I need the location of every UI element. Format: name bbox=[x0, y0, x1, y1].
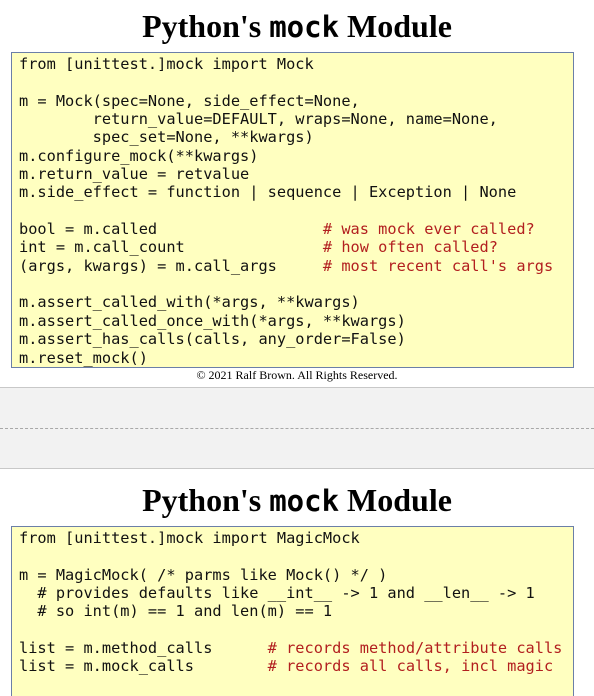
slide-separator bbox=[0, 387, 594, 469]
slide-2: Python's mock Module from [unittest.]moc… bbox=[0, 474, 594, 696]
code-comment: # records all calls, incl magic bbox=[267, 657, 554, 676]
code-text: (args, kwargs) = m.call_args bbox=[19, 256, 323, 275]
code-text: return_value=DEFAULT, wraps=None, name=N… bbox=[19, 110, 498, 129]
code-comment: # was mock ever called? bbox=[322, 220, 535, 239]
title-module-name: mock bbox=[269, 484, 340, 518]
code-block: from [unittest.]mock import Mock m = Moc… bbox=[11, 52, 574, 368]
code-text: bool = m.called bbox=[19, 220, 323, 239]
code-line: spec_set=None, **kwargs) bbox=[19, 128, 573, 146]
title-suffix: Module bbox=[339, 482, 452, 518]
code-line bbox=[19, 275, 573, 293]
code-line bbox=[19, 621, 573, 639]
code-comment: # most recent call's args bbox=[322, 256, 554, 275]
code-line: from [unittest.]mock import MagicMock bbox=[19, 529, 573, 547]
code-text: m = Mock(spec=None, side_effect=None, bbox=[19, 91, 360, 110]
code-text: list = m.method_calls bbox=[19, 639, 268, 658]
code-line: m.reset_mock() bbox=[19, 349, 573, 367]
code-text: m.configure_mock(**kwargs) bbox=[19, 146, 259, 165]
code-line: m = MagicMock( /* parms like Mock() */ ) bbox=[19, 566, 573, 584]
title-suffix: Module bbox=[339, 8, 452, 44]
code-text: int = m.call_count bbox=[19, 238, 323, 257]
title-prefix: Python's bbox=[142, 8, 270, 44]
code-text: m.assert_called_with(*args, **kwargs) bbox=[19, 293, 360, 312]
code-text: from [unittest.]mock import MagicMock bbox=[19, 529, 360, 547]
code-line: m.configure_mock(**kwargs) bbox=[19, 147, 573, 165]
code-line bbox=[19, 73, 573, 91]
code-line: # so int(m) == 1 and len(m) == 1 bbox=[19, 602, 573, 620]
code-line: from [unittest.]mock import Mock bbox=[19, 55, 573, 73]
title-module-name: mock bbox=[269, 10, 340, 44]
code-line: (args, kwargs) = m.call_args # most rece… bbox=[19, 257, 573, 275]
title-prefix: Python's bbox=[142, 482, 270, 518]
code-line: int = m.call_count # how often called? bbox=[19, 238, 573, 256]
code-line: m.return_value = retvalue bbox=[19, 165, 573, 183]
code-line: m.assert_called_with(*args, **kwargs) bbox=[19, 293, 573, 311]
code-line: list = m.method_calls # records method/a… bbox=[19, 639, 573, 657]
code-text: # provides defaults like __int__ -> 1 an… bbox=[19, 584, 535, 603]
code-text: # so int(m) == 1 and len(m) == 1 bbox=[19, 602, 333, 621]
code-line: # provides defaults like __int__ -> 1 an… bbox=[19, 584, 573, 602]
code-text: m.assert_has_calls(calls, any_order=Fals… bbox=[19, 330, 406, 349]
slide-title: Python's mock Module bbox=[0, 6, 594, 47]
code-text: m.reset_mock() bbox=[19, 348, 148, 367]
code-line: m.assert_has_calls(calls, any_order=Fals… bbox=[19, 330, 573, 348]
code-text: m = MagicMock( /* parms like Mock() */ ) bbox=[19, 565, 388, 584]
code-comment: # how often called? bbox=[322, 238, 498, 257]
code-line: list = m.mock_calls # records all calls,… bbox=[19, 657, 573, 675]
copyright-notice: © 2021 Ralf Brown. All Rights Reserved. bbox=[196, 368, 398, 382]
code-text: m.assert_called_once_with(*args, **kwarg… bbox=[19, 311, 406, 330]
slide-title: Python's mock Module bbox=[0, 480, 594, 521]
code-text: m.side_effect = function | sequence | Ex… bbox=[19, 183, 517, 202]
code-line: return_value=DEFAULT, wraps=None, name=N… bbox=[19, 110, 573, 128]
code-comment: # records method/attribute calls bbox=[267, 639, 563, 658]
code-line bbox=[19, 202, 573, 220]
slide-1: Python's mock Module from [unittest.]moc… bbox=[0, 6, 594, 382]
code-text: list = m.mock_calls bbox=[19, 657, 268, 676]
code-text: from [unittest.]mock import Mock bbox=[19, 55, 314, 73]
code-line: m = Mock(spec=None, side_effect=None, bbox=[19, 92, 573, 110]
page-break-line bbox=[0, 428, 594, 429]
code-line: m.side_effect = function | sequence | Ex… bbox=[19, 183, 573, 201]
code-text: m.return_value = retvalue bbox=[19, 165, 250, 184]
code-text: spec_set=None, **kwargs) bbox=[19, 128, 314, 147]
code-line: m.assert_called_once_with(*args, **kwarg… bbox=[19, 312, 573, 330]
code-line bbox=[19, 547, 573, 565]
code-line: bool = m.called # was mock ever called? bbox=[19, 220, 573, 238]
code-block: from [unittest.]mock import MagicMock m … bbox=[11, 526, 574, 696]
